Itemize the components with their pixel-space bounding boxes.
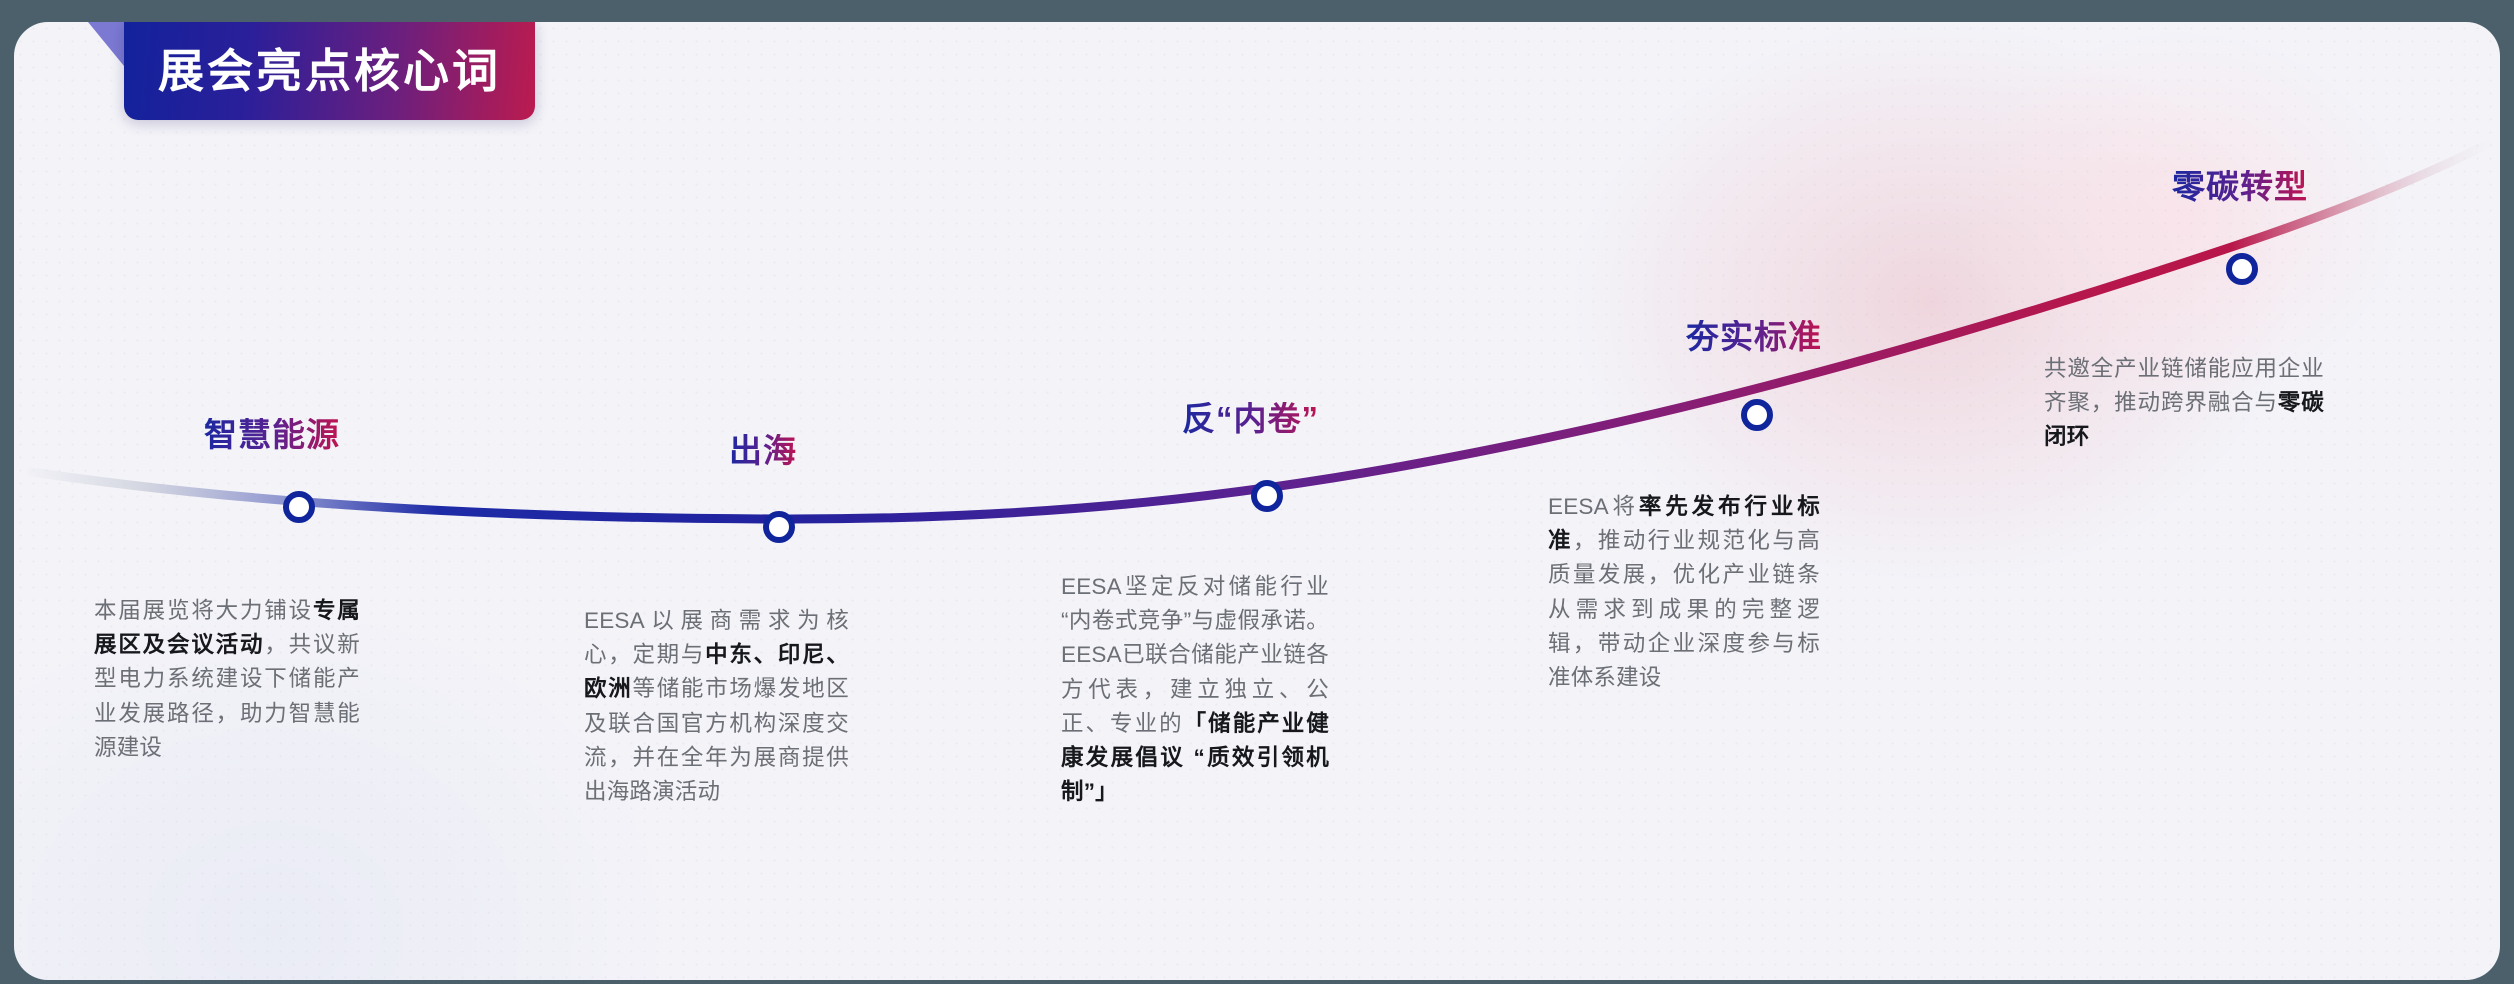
- milestone-description: 共邀全产业链储能应用企业齐聚，推动跨界融合与零碳闭环: [2044, 352, 2324, 455]
- title-badge: 展会亮点核心词: [124, 22, 535, 120]
- milestone-node[interactable]: [1741, 399, 1773, 431]
- milestone-title: 出海: [729, 432, 797, 469]
- body-text: EESA坚定反对储能行业“内卷式竞争”与虚假承诺。EESA已联合储能产业链各方代…: [1061, 574, 1329, 736]
- title-badge-label: 展会亮点核心词: [158, 45, 501, 97]
- milestone-title: 零碳转型: [2172, 168, 2308, 205]
- highlights-card: 展会亮点核心词 智慧能源 本届展览将大力铺设专属展区及会议活动，共议新型电力系统…: [14, 22, 2500, 980]
- milestone-description: 本届展览将大力铺设专属展区及会议活动，共议新型电力系统建设下储能产业发展路径，助…: [94, 594, 360, 765]
- milestone-description: EESA坚定反对储能行业“内卷式竞争”与虚假承诺。EESA已联合储能产业链各方代…: [1061, 570, 1329, 809]
- milestone-title: 智慧能源: [204, 416, 340, 453]
- body-text: EESA将: [1548, 494, 1639, 519]
- badge-corner-tail: [88, 22, 124, 66]
- milestone-node[interactable]: [763, 511, 795, 543]
- body-text: 等储能市场爆发地区及联合国官方机构深度交流，并在全年为展商提供出海路演活动: [584, 676, 849, 804]
- body-text: ，推动行业规范化与高质量发展，优化产业链条从需求到成果的完整逻辑，带动企业深度参…: [1548, 528, 1820, 690]
- body-text: ，共议新型电力系统建设下储能产业发展路径，助力智慧能源建设: [94, 632, 360, 760]
- milestone-title: 夯实标准: [1686, 318, 1822, 355]
- milestone-node[interactable]: [1251, 480, 1283, 512]
- body-text: EESA以展商需求为核心，定期与: [584, 608, 849, 668]
- emphasis-text: 中东、印尼、欧洲: [584, 642, 849, 702]
- emphasis-text: 「储能产业健康发展倡议 “质效引领机制”」: [1061, 710, 1329, 805]
- milestone-node[interactable]: [2226, 253, 2258, 285]
- milestone-title: 反“内卷”: [1182, 400, 1319, 437]
- title-badge-wrapper: 展会亮点核心词: [88, 22, 535, 120]
- milestone-description: EESA将率先发布行业标准，推动行业规范化与高质量发展，优化产业链条从需求到成果…: [1548, 490, 1820, 695]
- body-text: 本届展览将大力铺设: [94, 598, 313, 623]
- emphasis-text: 专属展区及会议活动: [94, 598, 360, 658]
- milestone-node[interactable]: [283, 491, 315, 523]
- milestone-description: EESA以展商需求为核心，定期与中东、印尼、欧洲等储能市场爆发地区及联合国官方机…: [584, 604, 849, 809]
